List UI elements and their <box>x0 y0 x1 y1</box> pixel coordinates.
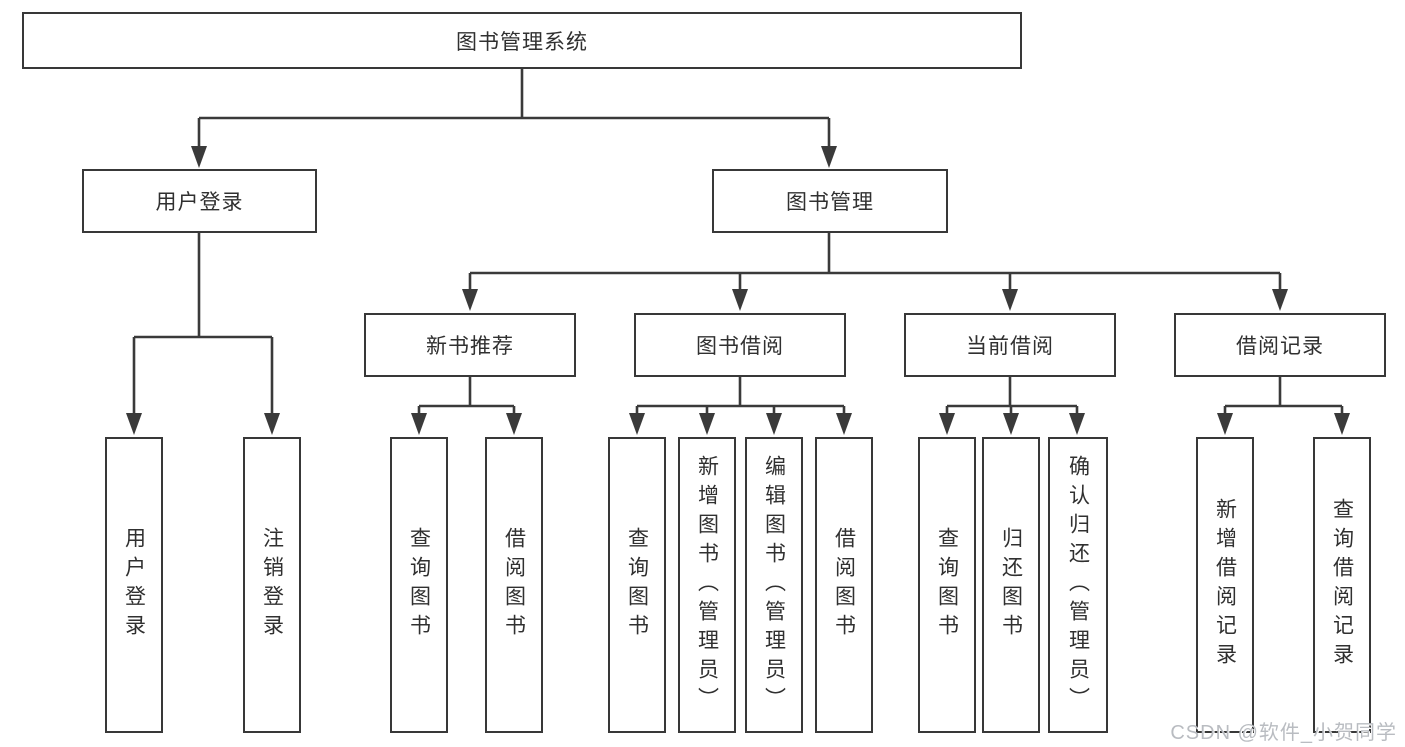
leaf-label: 查询图书 <box>407 527 431 643</box>
leaf-label: 确认归还（管理员） <box>1066 454 1090 716</box>
leaf-label: 新增借阅记录 <box>1213 498 1237 672</box>
node-user-login: 用户登录 <box>82 169 317 233</box>
leaf-label: 用户登录 <box>122 527 146 643</box>
node-root: 图书管理系统 <box>22 12 1022 69</box>
arrowhead-icon <box>506 413 522 435</box>
leaf-label: 查询图书 <box>935 527 959 643</box>
arrowhead-icon <box>1217 413 1233 435</box>
arrowhead-icon <box>1003 413 1019 435</box>
arrowhead-icon <box>766 413 782 435</box>
arrowhead-icon <box>411 413 427 435</box>
arrowhead-icon <box>126 413 142 435</box>
arrowhead-icon <box>821 146 837 168</box>
node-borrow-record: 借阅记录 <box>1174 313 1386 377</box>
arrowhead-icon <box>939 413 955 435</box>
arrowhead-icon <box>732 289 748 311</box>
leaf-label: 编辑图书（管理员） <box>762 454 786 716</box>
leaf-return-book: 归还图书 <box>982 437 1040 733</box>
leaf-add-book-admin: 新增图书（管理员） <box>678 437 736 733</box>
leaf-query-borrow-record: 查询借阅记录 <box>1313 437 1371 733</box>
leaf-label: 归还图书 <box>999 527 1023 643</box>
connector-path <box>132 68 1344 417</box>
csdn-watermark: CSDN @软件_小贺同学 <box>1170 722 1397 744</box>
leaf-borrow-books: 借阅图书 <box>815 437 873 733</box>
arrowhead-icon <box>462 289 478 311</box>
leaf-label: 新增图书（管理员） <box>695 454 719 716</box>
arrowhead-icon <box>264 413 280 435</box>
leaf-add-borrow-record: 新增借阅记录 <box>1196 437 1254 733</box>
leaf-logout: 注销登录 <box>243 437 301 733</box>
leaf-confirm-return-admin: 确认归还（管理员） <box>1048 437 1108 733</box>
leaf-label: 查询借阅记录 <box>1330 498 1354 672</box>
leaf-query-books-recommend: 查询图书 <box>390 437 448 733</box>
leaf-label: 借阅图书 <box>502 527 526 643</box>
leaf-label: 借阅图书 <box>832 527 856 643</box>
arrowhead-icon <box>1002 289 1018 311</box>
node-book-borrow: 图书借阅 <box>634 313 846 377</box>
arrowhead-icon <box>1334 413 1350 435</box>
leaf-user-login: 用户登录 <box>105 437 163 733</box>
leaf-borrow-books-recommend: 借阅图书 <box>485 437 543 733</box>
arrowhead-icon <box>191 146 207 168</box>
leaf-query-books-borrow: 查询图书 <box>608 437 666 733</box>
leaf-label: 注销登录 <box>260 527 284 643</box>
arrowhead-icon <box>699 413 715 435</box>
node-current-borrow: 当前借阅 <box>904 313 1116 377</box>
leaf-query-books-current: 查询图书 <box>918 437 976 733</box>
arrowhead-icon <box>1272 289 1288 311</box>
arrowhead-icon <box>836 413 852 435</box>
node-book-management: 图书管理 <box>712 169 948 233</box>
arrowhead-icon <box>629 413 645 435</box>
arrowhead-icon <box>1069 413 1085 435</box>
leaf-label: 查询图书 <box>625 527 649 643</box>
leaf-edit-book-admin: 编辑图书（管理员） <box>745 437 803 733</box>
node-new-book-recommend: 新书推荐 <box>364 313 576 377</box>
